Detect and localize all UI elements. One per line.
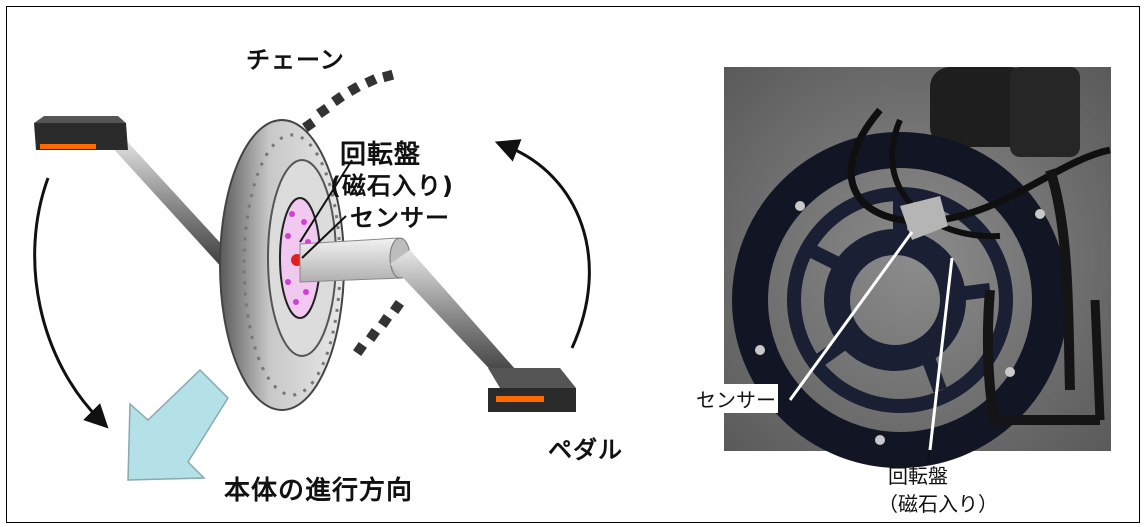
chain-upper	[302, 69, 395, 132]
rotation-arrow-left	[33, 177, 109, 429]
photo-leader-disk	[928, 257, 954, 451]
photo-label-disk: 回転盤	[888, 464, 948, 488]
label-disk-note: (磁石入り)	[330, 172, 454, 200]
label-chain: チェーン	[246, 46, 345, 74]
direction-arrow	[127, 368, 229, 481]
label-disk: 回転盤	[340, 140, 422, 170]
photo-label-disk-note: （磁石入り）	[878, 492, 998, 516]
rotation-arrow-right	[494, 139, 591, 349]
leader-sensor	[301, 215, 347, 259]
photo-leader-sensor	[788, 231, 914, 401]
pedal-left	[34, 116, 236, 270]
chain-lower	[353, 300, 404, 356]
sensor-photo	[724, 67, 1111, 468]
pedal-right	[299, 237, 576, 412]
label-pedal: ペダル	[548, 436, 623, 464]
leader-disk	[299, 159, 353, 243]
label-direction: 本体の進行方向	[224, 476, 414, 506]
figure-frame	[6, 6, 1140, 523]
photo-label-sensor: センサー	[694, 384, 778, 413]
label-sensor: センサー	[350, 204, 450, 232]
